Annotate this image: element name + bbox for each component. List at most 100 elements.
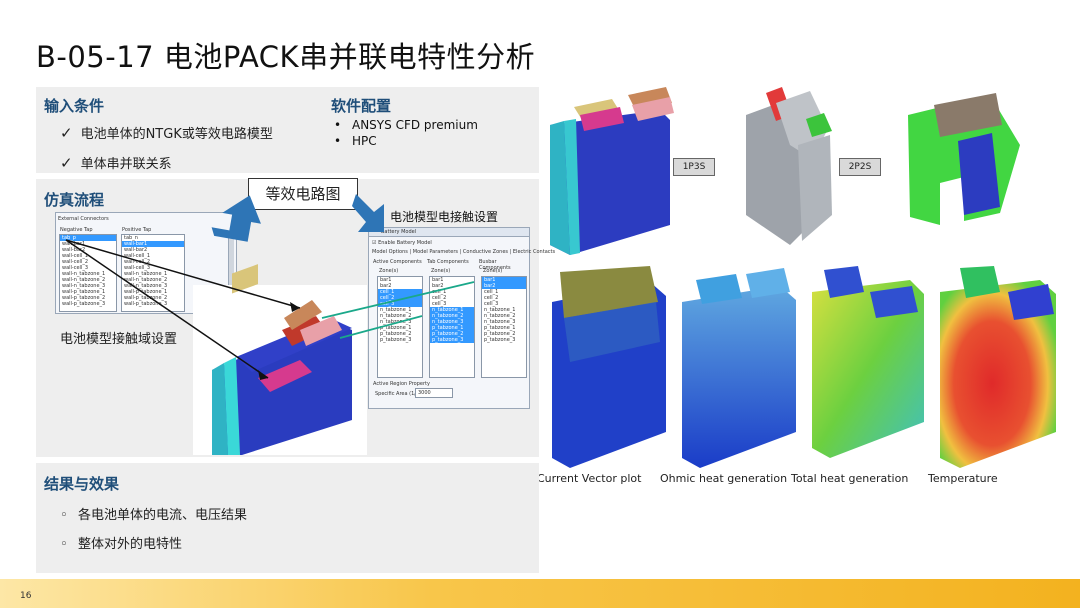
equiv-circuit-callout: 等效电路图 (248, 178, 358, 210)
list-item[interactable]: wall-n_tabzone_3 (124, 283, 168, 289)
list-item[interactable]: wall-n_tabzone_1 (124, 271, 168, 277)
list-item[interactable]: n_tabzone_3 (430, 319, 474, 325)
list-item[interactable]: wall-p_tabzone_1 (62, 289, 106, 295)
list-item[interactable]: wall-p_tabzone_1 (124, 289, 168, 295)
battery-cell-front (212, 320, 352, 455)
list-item[interactable]: wall-bar2 (124, 247, 148, 253)
list-item[interactable]: wall-cell_3 (124, 265, 151, 271)
results-heading: 结果与效果 (44, 475, 120, 493)
list-item[interactable]: n_tabzone_2 (484, 313, 516, 319)
configuration-images (550, 87, 1020, 255)
list-item[interactable]: wall-n_tabzone_1 (62, 271, 106, 277)
list-item[interactable]: cell_2 (484, 295, 499, 301)
list-item[interactable]: bar2 (432, 283, 444, 289)
input-conditions-heading: 输入条件 (44, 97, 105, 115)
bullet-icon: • (334, 134, 342, 148)
tab-electric-contacts[interactable]: Electric Contacts (512, 249, 556, 255)
software-heading: 软件配置 (331, 97, 392, 115)
list-item[interactable]: bar1 (432, 277, 444, 283)
software-item-2: •HPC (334, 134, 377, 148)
list-item[interactable]: wall-p_tabzone_2 (124, 295, 168, 301)
list-item[interactable]: cell_3 (432, 301, 447, 307)
list-item[interactable]: p_tabzone_1 (430, 325, 474, 331)
list-item[interactable]: wall-cell_2 (62, 259, 89, 265)
positive-tap-list[interactable]: tab_n wall-bar1 wall-bar2 wall-cell_1 wa… (121, 234, 185, 312)
list-item[interactable]: p_tabzone_3 (380, 337, 412, 343)
list-item[interactable]: tab_p (60, 235, 116, 241)
tab-model-options[interactable]: Model Options (372, 249, 408, 255)
list-item[interactable]: wall-bar1 (122, 241, 184, 247)
page-number: 16 (20, 591, 32, 601)
list-item[interactable]: p_tabzone_2 (380, 331, 412, 337)
slide-title: B-05-17 电池PACK串并联电特性分析 (36, 40, 536, 74)
list-item[interactable]: n_tabzone_1 (484, 307, 516, 313)
contact-line (321, 281, 475, 319)
list-item[interactable]: cell_1 (432, 289, 447, 295)
result-images (552, 266, 1056, 468)
workflow-heading: 仿真流程 (44, 191, 105, 209)
list-item[interactable]: cell_1 (484, 289, 499, 295)
list-item[interactable]: p_tabzone_3 (430, 337, 474, 343)
busbar-components-list[interactable]: bar1 bar2 cell_1 cell_2 cell_3 n_tabzone… (481, 276, 527, 378)
list-item[interactable]: wall-n_tabzone_2 (124, 277, 168, 283)
list-item[interactable]: bar2 (482, 283, 526, 289)
list-item[interactable]: wall-p_tabzone_2 (62, 295, 106, 301)
connector-arrow (65, 239, 301, 309)
input-item-1: ✓电池单体的NTGK或等效电路模型 (60, 124, 273, 142)
list-item[interactable]: wall-bar2 (62, 247, 86, 253)
tab-components-list[interactable]: bar1 bar2 cell_1 cell_2 cell_3 n_tabzone… (429, 276, 475, 378)
positive-tap-header: Positive Tap (122, 227, 152, 233)
list-item[interactable]: cell_1 (378, 289, 422, 295)
list-item[interactable]: bar1 (380, 277, 392, 283)
list-item[interactable]: wall-cell_1 (124, 253, 151, 259)
active-components-header: Active Components (373, 259, 422, 265)
config-1p3s-label: 1P3S (673, 158, 715, 176)
tab-pink (258, 360, 312, 392)
arrow-left-icon (211, 195, 261, 242)
list-item[interactable]: cell_2 (378, 295, 422, 301)
list-item[interactable]: wall-n_tabzone_2 (62, 277, 106, 283)
list-item[interactable]: wall-bar1 (62, 241, 86, 247)
list-item[interactable]: wall-cell_3 (62, 265, 89, 271)
list-item[interactable]: n_tabzone_3 (380, 319, 412, 325)
list-item[interactable]: wall-cell_1 (62, 253, 89, 259)
contact-setting-label: 电池模型电接触设置 (390, 210, 499, 224)
tab-light-pink (300, 316, 342, 346)
list-item[interactable]: p_tabzone_2 (484, 331, 516, 337)
active-components-list[interactable]: bar1 bar2 cell_1 cell_2 cell_3 n_tabzone… (377, 276, 423, 378)
list-item[interactable]: p_tabzone_1 (380, 325, 412, 331)
tab-zone-label: Zone(s) (431, 268, 451, 274)
list-item[interactable]: p_tabzone_1 (484, 325, 516, 331)
connector-arrow (65, 239, 269, 379)
list-item[interactable]: n_tabzone_2 (430, 313, 474, 319)
list-item[interactable]: n_tabzone_1 (380, 307, 412, 313)
list-item[interactable]: p_tabzone_3 (484, 337, 516, 343)
list-item[interactable]: bar2 (380, 283, 392, 289)
caption-temperature: Temperature (928, 472, 998, 485)
scrollbar[interactable] (228, 231, 234, 311)
input-item-2: ✓单体串并联关系 (60, 154, 172, 172)
active-zone-label: Zone(s) (379, 268, 399, 274)
specific-area-input[interactable]: 3000 (415, 388, 453, 398)
tab-model-parameters[interactable]: Model Parameters (412, 249, 459, 255)
list-item[interactable]: cell_3 (484, 301, 499, 307)
caption-current-vector: Current Vector plot (537, 472, 642, 485)
list-item[interactable]: wall-cell_2 (124, 259, 151, 265)
list-item[interactable]: wall-p_tabzone_3 (62, 301, 106, 307)
battery-model-dialog: Battery Model ☑ Enable Battery Model Mod… (368, 227, 555, 409)
list-item[interactable]: tab_n (124, 235, 138, 241)
enable-battery-checkbox[interactable]: ☑ Enable Battery Model (372, 240, 432, 246)
list-item[interactable]: n_tabzone_3 (484, 319, 516, 325)
specific-area-label: Specific Area (1/m) (375, 391, 423, 397)
list-item[interactable]: n_tabzone_2 (380, 313, 412, 319)
list-item[interactable]: n_tabzone_1 (430, 307, 474, 313)
list-item[interactable]: p_tabzone_2 (430, 331, 474, 337)
tab-conductive-zones[interactable]: Conductive Zones (462, 249, 509, 255)
list-item[interactable]: wall-p_tabzone_3 (124, 301, 168, 307)
checkmark-icon: ✓ (60, 124, 73, 142)
list-item[interactable]: bar1 (482, 277, 526, 283)
list-item[interactable]: cell_2 (432, 295, 447, 301)
list-item[interactable]: wall-n_tabzone_3 (62, 283, 106, 289)
list-item[interactable]: cell_3 (378, 301, 422, 307)
